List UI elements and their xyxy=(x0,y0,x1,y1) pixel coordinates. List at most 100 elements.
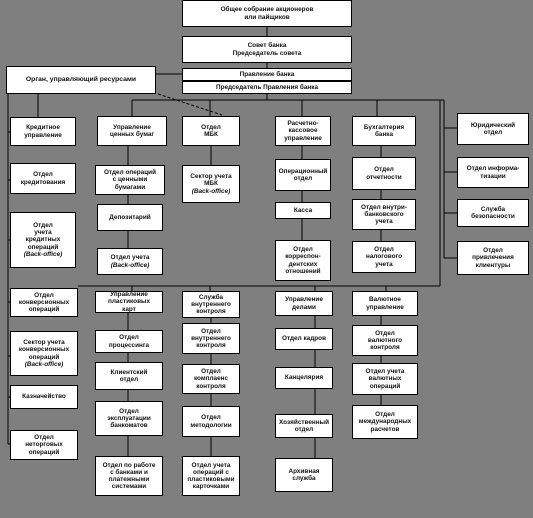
mbk-accounting-sector-note: (Back-office) xyxy=(191,187,231,195)
cash-office-box: Касса xyxy=(275,202,331,219)
treasury-box: Казначейство xyxy=(10,385,78,409)
mbk-department-label: Отдел МБК xyxy=(201,123,221,138)
economic-department-box: Хозяйственный отдел xyxy=(275,414,333,438)
tax-accounting-department-label: Отдел налогового учета xyxy=(365,246,402,268)
legal-department-box: Юридический отдел xyxy=(457,113,529,145)
internal-control-department-label: Отдел внутреннего контроля xyxy=(191,327,231,350)
internal-control-service-box: Служба внутреннего контроля xyxy=(182,291,240,318)
reporting-department-label: Отдел отчетности xyxy=(366,166,402,181)
processing-department-box: Отдел процессинга xyxy=(95,330,163,353)
affairs-department-box: Управление делами xyxy=(275,291,333,316)
bank-board-box: Правление банка xyxy=(182,68,352,81)
internal-control-service-label: Служба внутреннего контроля xyxy=(191,293,231,316)
client-attraction-department-box: Отдел привлечения клиентуры xyxy=(457,241,529,275)
credit-department-box: Кредитное управление xyxy=(10,117,76,146)
chancellery-box: Канцелярия xyxy=(275,367,333,389)
securities-department-box: Управление ценных бумаг xyxy=(97,116,167,146)
international-settlements-department-box: Отдел международных расчетов xyxy=(352,405,418,439)
compliance-control-department-label: Отдел комплаенс контроля xyxy=(193,368,229,390)
legal-department-label: Юридический отдел xyxy=(470,121,516,136)
lending-department-box: Отдел кредитования xyxy=(10,163,76,194)
economic-department-label: Хозяйственный отдел xyxy=(278,418,330,433)
security-service-label: Служба безопасности xyxy=(471,205,515,220)
correspondent-relations-department-box: Отдел корреспон- дентских отношений xyxy=(275,240,331,281)
bank-payment-systems-department-label: Отдел по работе с банками и платежными с… xyxy=(102,461,156,491)
methodology-department-label: Отдел методологии xyxy=(190,414,232,429)
plastic-cards-department-label: Управление пластиковых карт xyxy=(107,291,151,313)
bank-board-label: Правление банка xyxy=(239,70,295,78)
intrabank-accounting-department-box: Отдел внутри- банковского учета xyxy=(352,199,416,230)
credit-operations-accounting-note: (Back-office) xyxy=(23,250,63,258)
non-trading-operations-department-label: Отдел неторговых операций xyxy=(25,434,63,456)
security-service-box: Служба безопасности xyxy=(457,199,529,227)
operations-department-label: Операционный отдел xyxy=(278,167,328,182)
intrabank-accounting-department-label: Отдел внутри- банковского учета xyxy=(361,203,407,226)
bank-accounting-box: Бухгалтерия банка xyxy=(352,116,416,146)
correspondent-relations-department-label: Отдел корреспон- дентских отношений xyxy=(285,246,321,275)
chancellery-label: Канцелярия xyxy=(284,374,324,382)
currency-control-department-box: Отдел валютного контроля xyxy=(352,325,418,356)
conversion-operations-sector-label: Сектор учета конверсионных операций xyxy=(18,339,70,361)
board-chairman-box: Председатель Правления банка xyxy=(182,81,352,94)
securities-department-label: Управление ценных бумаг xyxy=(109,123,155,138)
card-operations-accounting-department-box: Отдел учета операций с пластиковыми карт… xyxy=(182,456,240,496)
credit-operations-accounting-label: Отдел учета кредитных операций xyxy=(25,222,61,251)
client-department-label: Клиентский отдел xyxy=(110,368,148,383)
securities-operations-department-label: Отдел операций с ценными бумагами xyxy=(103,169,157,191)
it-department-box: Отдел информа- тизации xyxy=(457,157,529,188)
securities-accounting-department-box: Отдел учета(Back-office) xyxy=(97,248,163,275)
it-department-label: Отдел информа- тизации xyxy=(466,165,520,180)
client-department-box: Клиентский отдел xyxy=(95,362,163,390)
board-chairman-label: Председатель Правления банка xyxy=(215,83,319,91)
securities-accounting-department-note: (Back-office) xyxy=(110,261,150,269)
affairs-department-label: Управление делами xyxy=(285,296,323,311)
securities-accounting-department-label: Отдел учета xyxy=(110,254,150,262)
mbk-accounting-sector-label: Сектор учета МБК xyxy=(190,173,232,188)
tax-accounting-department-box: Отдел налогового учета xyxy=(352,241,416,273)
mbk-accounting-sector-box: Сектор учета МБК(Back-office) xyxy=(182,165,240,203)
currency-operations-accounting-label: Отдел учета валютных операций xyxy=(365,368,405,390)
mbk-department-box: Отдел МБК xyxy=(182,116,240,146)
archive-service-box: Архивная служба xyxy=(275,458,333,492)
depository-box: Депозитарий xyxy=(97,204,163,231)
processing-department-label: Отдел процессинга xyxy=(108,334,150,349)
resource-management-body-box: Орган, управляющий ресурсами xyxy=(6,66,156,94)
international-settlements-department-label: Отдел международных расчетов xyxy=(358,411,412,433)
currency-department-box: Валютное управление xyxy=(352,291,418,316)
plastic-cards-department-box: Управление пластиковых карт xyxy=(95,291,163,313)
settlement-cash-department-label: Расчетно- кассовое управление xyxy=(284,120,322,142)
conversion-operations-sector-box: Сектор учета конверсионных операций(Back… xyxy=(10,331,78,376)
conversion-operations-department-label: Отдел конверсионных операций xyxy=(18,291,70,314)
bank-payment-systems-department-box: Отдел по работе с банками и платежными с… xyxy=(95,456,163,496)
card-operations-accounting-department-label: Отдел учета операций с пластиковыми карт… xyxy=(187,461,235,491)
archive-service-label: Архивная служба xyxy=(288,467,320,482)
internal-control-department-box: Отдел внутреннего контроля xyxy=(182,323,240,354)
credit-operations-accounting-box: Отдел учета кредитных операций(Back-offi… xyxy=(10,212,76,268)
compliance-control-department-box: Отдел комплаенс контроля xyxy=(182,364,240,394)
operations-department-box: Операционный отдел xyxy=(275,159,331,191)
atm-operations-department-label: Отдел эксплуатации банкоматов xyxy=(107,407,151,430)
settlement-cash-department-box: Расчетно- кассовое управление xyxy=(275,116,331,146)
credit-department-label: Кредитное управление xyxy=(24,124,62,139)
conversion-operations-sector-note: (Back-office) xyxy=(24,360,64,368)
currency-operations-accounting-box: Отдел учета валютных операций xyxy=(352,363,418,395)
depository-label: Депозитарий xyxy=(109,213,151,221)
reporting-department-box: Отдел отчетности xyxy=(352,157,416,190)
general-meeting-label: Общее собрание акционеров или пайщиков xyxy=(220,6,314,21)
hr-department-box: Отдел кадров xyxy=(275,328,333,350)
resource-management-body-label: Орган, управляющий ресурсами xyxy=(25,76,137,84)
currency-department-label: Валютное управление xyxy=(366,296,404,311)
bank-council-box: Совет банка Председатель совета xyxy=(182,36,352,63)
atm-operations-department-box: Отдел эксплуатации банкоматов xyxy=(95,401,163,436)
methodology-department-box: Отдел методологии xyxy=(182,406,240,437)
currency-control-department-label: Отдел валютного контроля xyxy=(367,329,403,352)
securities-operations-department-box: Отдел операций с ценными бумагами xyxy=(95,165,165,195)
client-attraction-department-label: Отдел привлечения клиентуры xyxy=(472,247,514,269)
treasury-label: Казначейство xyxy=(22,393,66,401)
lending-department-label: Отдел кредитования xyxy=(20,171,66,186)
conversion-operations-department-box: Отдел конверсионных операций xyxy=(10,288,78,317)
non-trading-operations-department-box: Отдел неторговых операций xyxy=(10,430,78,460)
general-meeting-box: Общее собрание акционеров или пайщиков xyxy=(182,0,352,27)
hr-department-label: Отдел кадров xyxy=(281,335,326,343)
